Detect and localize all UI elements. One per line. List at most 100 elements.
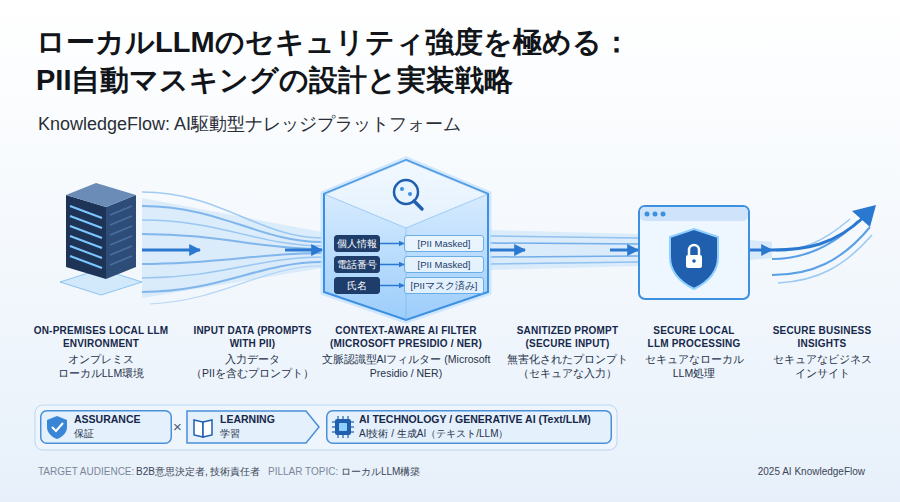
cube-glow — [324, 160, 488, 320]
stage-heading: SECURE LOCAL LLM PROCESSING — [642, 324, 747, 350]
window-frame — [639, 206, 749, 299]
tile-frame — [41, 411, 172, 444]
stream-line — [490, 262, 638, 264]
check-mark — [52, 423, 63, 431]
input-node: INPUT DATA (PROMPTS WITH PII)入力データ （PIIを… — [200, 230, 285, 270]
stream-line — [490, 236, 638, 238]
stage-caption: ON-PREMISES LOCAL LLM ENVIRONMENTオンプレミス … — [26, 324, 176, 380]
flow-arrow — [285, 249, 322, 252]
mask-arrow — [380, 285, 404, 287]
server-vent — [110, 256, 132, 265]
mask-arrow — [380, 243, 404, 245]
tile-text: LEARNING学習 — [220, 413, 275, 440]
server-vent — [110, 236, 132, 245]
tile-subheading: AI技術 / 生成AI（テキスト/LLM） — [359, 427, 591, 440]
stage-caption: INPUT DATA (PROMPTS WITH PII)入力データ （PIIを… — [185, 324, 320, 380]
learning-tile-node: LEARNING学習 — [186, 410, 320, 444]
stream-line — [142, 257, 322, 278]
pii-type-box: 個人情報 — [334, 235, 380, 252]
server-vent — [110, 216, 132, 225]
mask-arrow — [380, 264, 404, 266]
flow-arrow — [610, 249, 638, 252]
times-sign: × — [173, 418, 182, 436]
window-bar — [640, 207, 748, 221]
stage-subheading: 文脈認識型AIフィルター (Microsoft Presidio / NER) — [314, 352, 499, 380]
server-top — [66, 183, 136, 207]
server-slot — [70, 206, 102, 218]
insights-node: SECURE BUSINESS INSIGHTSセキュアなビジネス インサイト — [772, 205, 878, 295]
stream-line — [142, 262, 322, 292]
server-illustration — [60, 175, 142, 295]
server-slot — [70, 246, 102, 258]
stream-line — [490, 256, 638, 257]
chip-text: 電話番号 — [337, 260, 377, 270]
stage-subheading: オンプレミス ローカルLLM環境 — [46, 352, 156, 380]
tile-chevron — [187, 411, 319, 443]
chip-text: 氏名 — [347, 281, 367, 291]
cube-body — [324, 160, 488, 320]
magnifier-dot — [408, 192, 412, 196]
stage-heading: SECURE BUSINESS INSIGHTS — [762, 324, 882, 350]
pii-type-box: 氏名 — [334, 277, 380, 294]
masked-box: [PIIマスク済み] — [404, 277, 484, 294]
stage-subheading: 入力データ （PIIを含むプロンプト） — [188, 352, 318, 380]
secure-window — [638, 205, 750, 300]
swoosh-line — [772, 221, 858, 259]
tile-subheading: 保証 — [74, 427, 141, 440]
magnifier-handle — [414, 201, 422, 209]
processing-node: SECURE LOCAL LLM PROCESSINGセキュアなローカル LLM… — [638, 205, 750, 300]
stage-caption: SECURE LOCAL LLM PROCESSINGセキュアなローカル LLM… — [642, 324, 747, 380]
tile-heading: LEARNING — [220, 413, 275, 427]
stage-caption: SECURE BUSINESS INSIGHTSセキュアなビジネス インサイト — [762, 324, 882, 380]
masked-box: [PII Masked] — [404, 256, 484, 273]
technology-tile-node: AI TECHNOLOGY / GENERATIVE AI (Text/LLM)… — [326, 410, 612, 444]
shield-icon — [47, 416, 67, 439]
server-slot — [70, 216, 102, 228]
masked-box: [PII Masked] — [404, 235, 484, 252]
filter-node: CONTEXT-AWARE AI FILTER (MICROSOFT PRESI… — [322, 158, 490, 322]
tile-heading: ASSURANCE — [74, 413, 141, 427]
flow-arrow — [142, 249, 200, 252]
output-stream-band — [750, 240, 772, 260]
stream-line — [142, 234, 322, 249]
stage-heading: SANITIZED PROMPT (SECURE INPUT) — [503, 324, 633, 350]
stage-subheading: セキュアなローカル LLM処理 — [644, 352, 744, 380]
footer-credit: 2025 AI KnowledgeFlow — [758, 466, 865, 478]
chip-text: [PIIマスク済み] — [411, 281, 478, 291]
footer-value: B2B意思決定者, 技術責任者 — [136, 466, 260, 478]
stage-caption: CONTEXT-AWARE AI FILTER (MICROSOFT PRESI… — [314, 324, 499, 380]
stage-heading: ON-PREMISES LOCAL LLM ENVIRONMENT — [26, 324, 176, 350]
stream-line — [142, 220, 322, 246]
tile-heading: AI TECHNOLOGY / GENERATIVE AI (Text/LLM) — [359, 413, 591, 427]
tile-frame — [327, 411, 612, 444]
lock-shackle — [689, 245, 699, 255]
server-vent — [110, 206, 132, 215]
magnifier-dot — [400, 187, 404, 191]
window-dot — [661, 212, 666, 217]
lock-body — [686, 255, 702, 268]
swoosh-line — [772, 217, 864, 250]
shield-icon — [670, 229, 718, 289]
stage-heading: INPUT DATA (PROMPTS WITH PII) — [185, 324, 320, 350]
server-slot — [70, 236, 102, 248]
server-slot — [70, 226, 102, 238]
server-side — [106, 195, 136, 279]
footer-key: TARGET AUDIENCE: — [38, 466, 134, 478]
category-band — [35, 405, 617, 450]
server-slot — [70, 256, 102, 268]
lock-keyhole — [692, 259, 696, 263]
chip-core — [339, 423, 347, 431]
sanitized-node: SANITIZED PROMPT (SECURE INPUT)無害化されたプロン… — [525, 236, 610, 264]
window-dot — [645, 212, 650, 217]
server-node: ON-PREMISES LOCAL LLM ENVIRONMENTオンプレミス … — [60, 175, 142, 295]
stage-heading: CONTEXT-AWARE AI FILTER (MICROSOFT PRESI… — [314, 324, 499, 350]
diagram-title: ローカルLLMのセキュリティ強度を極める： PII自動マスキングの設計と実装戦略 — [36, 24, 856, 99]
chip-text: [PII Masked] — [418, 239, 471, 249]
chip-text: 個人情報 — [337, 239, 377, 249]
footer-value: ローカルLLM構築 — [341, 466, 420, 478]
pii-type-box: 電話番号 — [334, 256, 380, 273]
subtitle: KnowledgeFlow: AI駆動型ナレッジプラットフォーム — [38, 114, 461, 136]
flow-arrow — [490, 249, 525, 252]
stream-line — [142, 206, 322, 242]
